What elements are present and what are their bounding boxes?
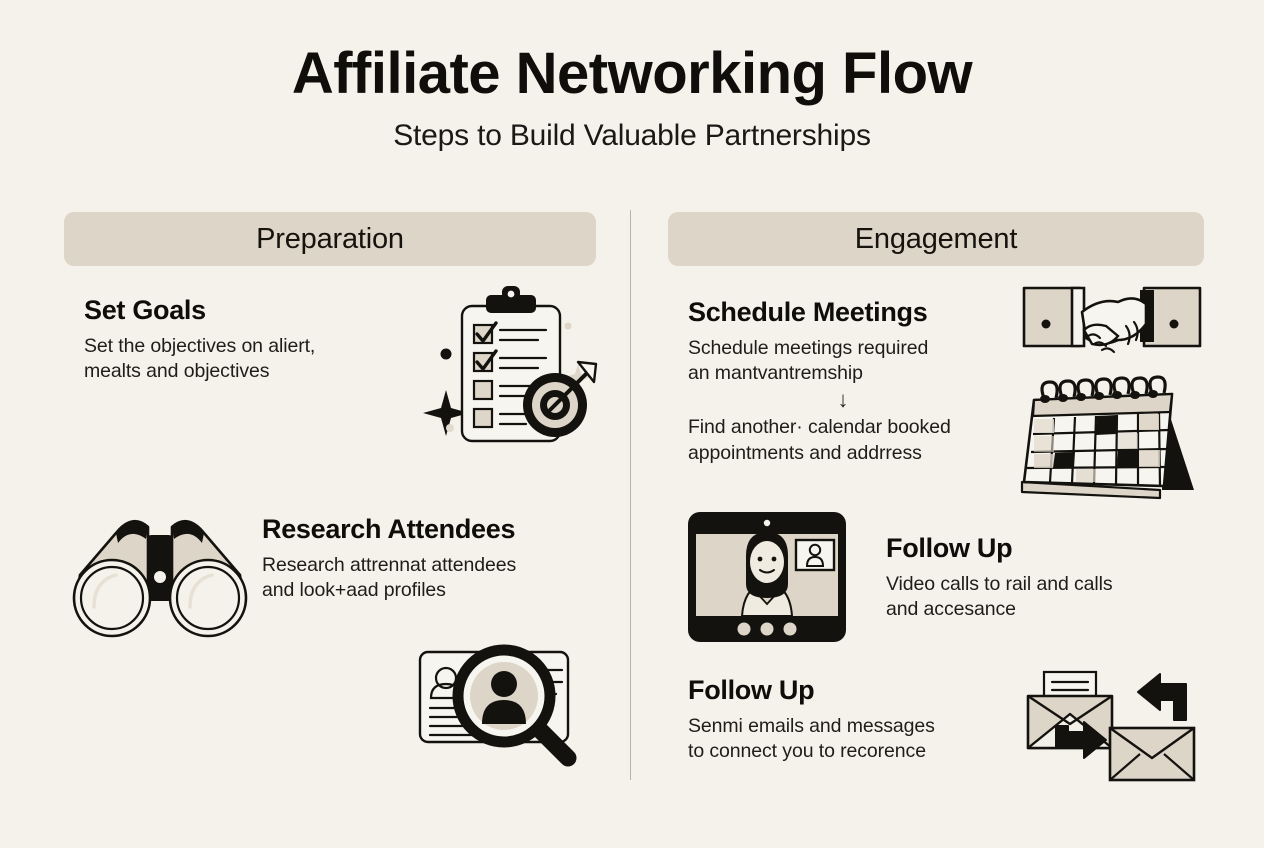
column-engagement: Engagement: [668, 212, 1204, 266]
calendar-icon: [1012, 375, 1208, 502]
item-research-attendees: Research Attendees Research attrennat at…: [262, 514, 592, 604]
item-set-goals: Set Goals Set the objectives on aliert, …: [84, 295, 414, 385]
item-body: Research attrennat attendees and look+aa…: [262, 553, 517, 602]
item-title: Follow Up: [688, 675, 815, 705]
page-title: Affiliate Networking Flow: [291, 41, 973, 106]
item-title: Research Attendees: [262, 514, 516, 544]
envelope-exchange-icon: [1022, 662, 1198, 784]
column-preparation: Preparation: [64, 212, 596, 266]
video-call-icon: [686, 510, 848, 644]
item-body: Video calls to rail and calls and accesa…: [886, 572, 1113, 621]
item-title: Follow Up: [886, 533, 1013, 563]
item-title: Set Goals: [84, 295, 206, 325]
item-title: Schedule Meetings: [688, 297, 928, 327]
handshake-icon: [1022, 282, 1202, 364]
page-header: Affiliate Networking Flow Steps to Build…: [0, 41, 1264, 153]
item-schedule-meetings: Schedule Meetings Schedule meetings requ…: [688, 297, 998, 467]
section-heading-preparation: Preparation: [64, 212, 596, 266]
column-divider: [630, 210, 631, 780]
id-card-magnifier-icon: [412, 640, 598, 780]
item-body: Schedule meetings required an mantvantre…: [688, 336, 929, 385]
item-follow-up-calls: Follow Up Video calls to rail and calls …: [886, 533, 1186, 623]
clipboard-target-icon: [423, 278, 604, 463]
item-body-secondary: Find another· calendar booked appointmen…: [688, 416, 951, 464]
page-subtitle: Steps to Build Valuable Partnerships: [393, 118, 871, 152]
section-heading-engagement: Engagement: [668, 212, 1204, 266]
flow-connector-arrow-icon: ↓: [837, 387, 849, 413]
item-body: Senmi emails and messages to connect you…: [688, 714, 935, 763]
item-body: Set the objectives on aliert, mealts and…: [84, 334, 316, 383]
binoculars-icon: [72, 505, 248, 643]
item-follow-up-emails: Follow Up Senmi emails and messages to c…: [688, 675, 1008, 765]
